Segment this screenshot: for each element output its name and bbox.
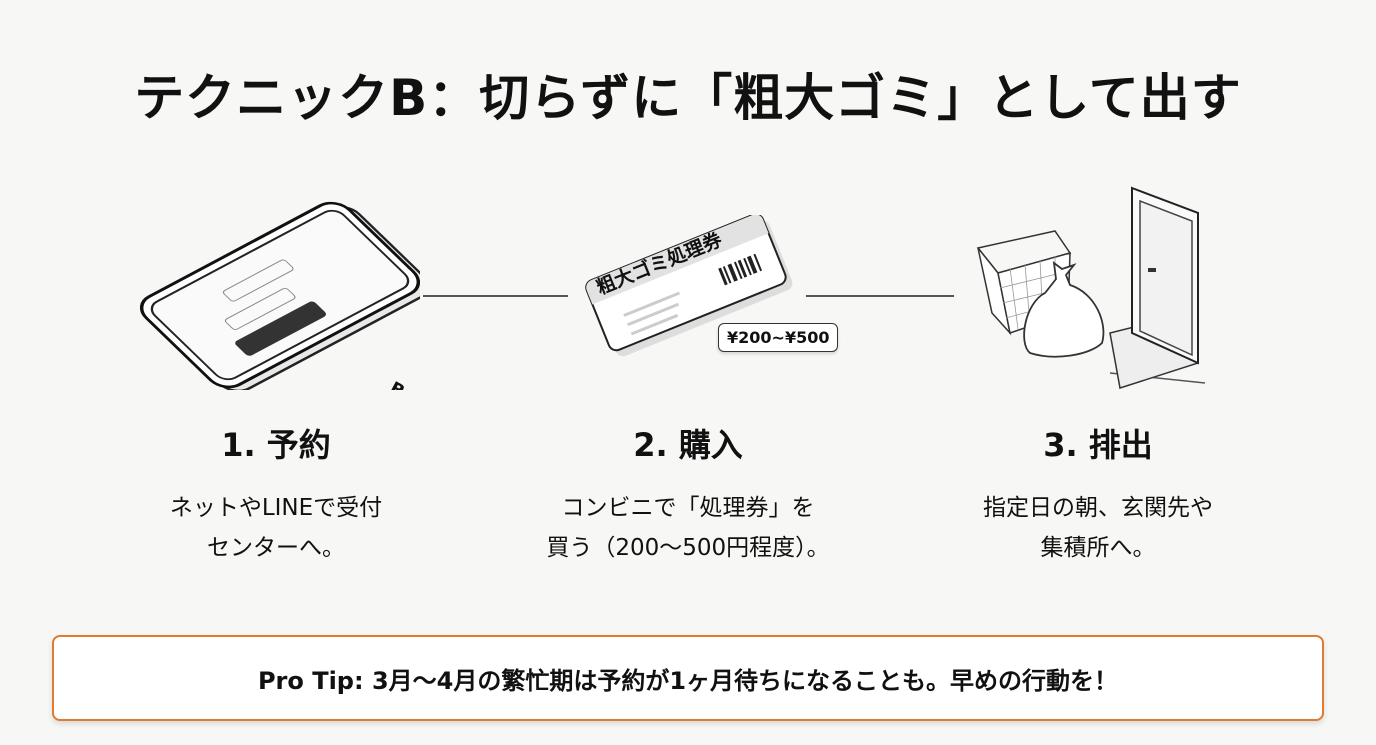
step-title: 1. 予約 bbox=[221, 426, 331, 464]
step-desc-line: 集積所へ。 bbox=[1040, 535, 1156, 561]
step-desc-line: センターへ。 bbox=[207, 535, 345, 561]
step-desc-line: 買う（200〜500円程度）。 bbox=[546, 535, 830, 561]
page-title: テクニックB：切らずに「粗大ゴミ」として出す bbox=[134, 69, 1242, 127]
step-title: 2. 購入 bbox=[633, 426, 743, 464]
phone-screen-title: Booking bbox=[386, 378, 420, 390]
step-desc-line: コンビニで「処理券」を bbox=[561, 495, 815, 521]
step-reserve: 1. 予約 ネットやLINEで受付センターへ。 bbox=[66, 420, 486, 568]
smartphone-illustration: Booking bbox=[139, 200, 469, 435]
connector-line bbox=[423, 295, 568, 297]
pro-tip-box: Pro Tip: 3月〜4月の繁忙期は予約が1ヶ月待ちになることも。早めの行動を… bbox=[52, 635, 1324, 721]
step-desc-line: ネットやLINEで受付 bbox=[169, 495, 383, 521]
step-title: 3. 排出 bbox=[1043, 426, 1153, 464]
disposal-illustration bbox=[970, 183, 1240, 393]
connector-line bbox=[806, 295, 954, 297]
price-tag: ¥200~¥500 bbox=[718, 323, 839, 352]
ticket-illustration: 粗大ゴミ処理券 ¥200~¥500 bbox=[580, 213, 840, 360]
step-dispose: 3. 排出 指定日の朝、玄関先や集積所へ。 bbox=[888, 420, 1308, 568]
step-purchase: 2. 購入 コンビニで「処理券」を買う（200〜500円程度）。 bbox=[478, 420, 898, 568]
step-desc-line: 指定日の朝、玄関先や bbox=[983, 495, 1213, 521]
